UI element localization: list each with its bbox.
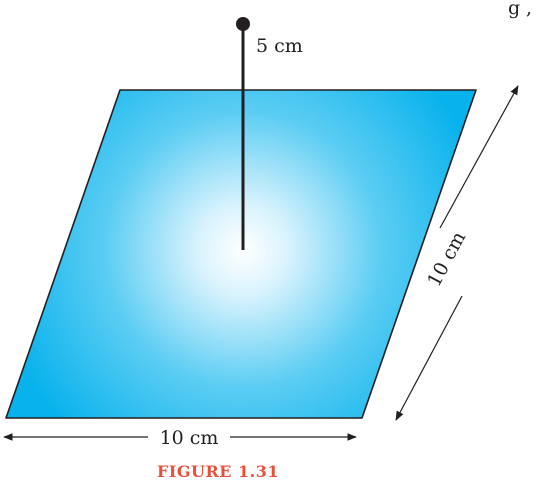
figure-caption: FIGURE 1.31	[157, 462, 279, 481]
side-length-label: 10 cm	[423, 228, 470, 290]
side-dimension-arrow-upper	[439, 85, 519, 229]
header-text-fragment: g	[508, 0, 520, 19]
bottom-length-label: 10 cm	[160, 427, 219, 449]
side-dimension-arrow-lower	[395, 295, 463, 421]
header-text-fragment-end: ,	[526, 0, 532, 19]
square-sheet	[5, 89, 477, 419]
rod-length-label: 5 cm	[256, 35, 303, 57]
point-charge-dot	[236, 17, 250, 31]
